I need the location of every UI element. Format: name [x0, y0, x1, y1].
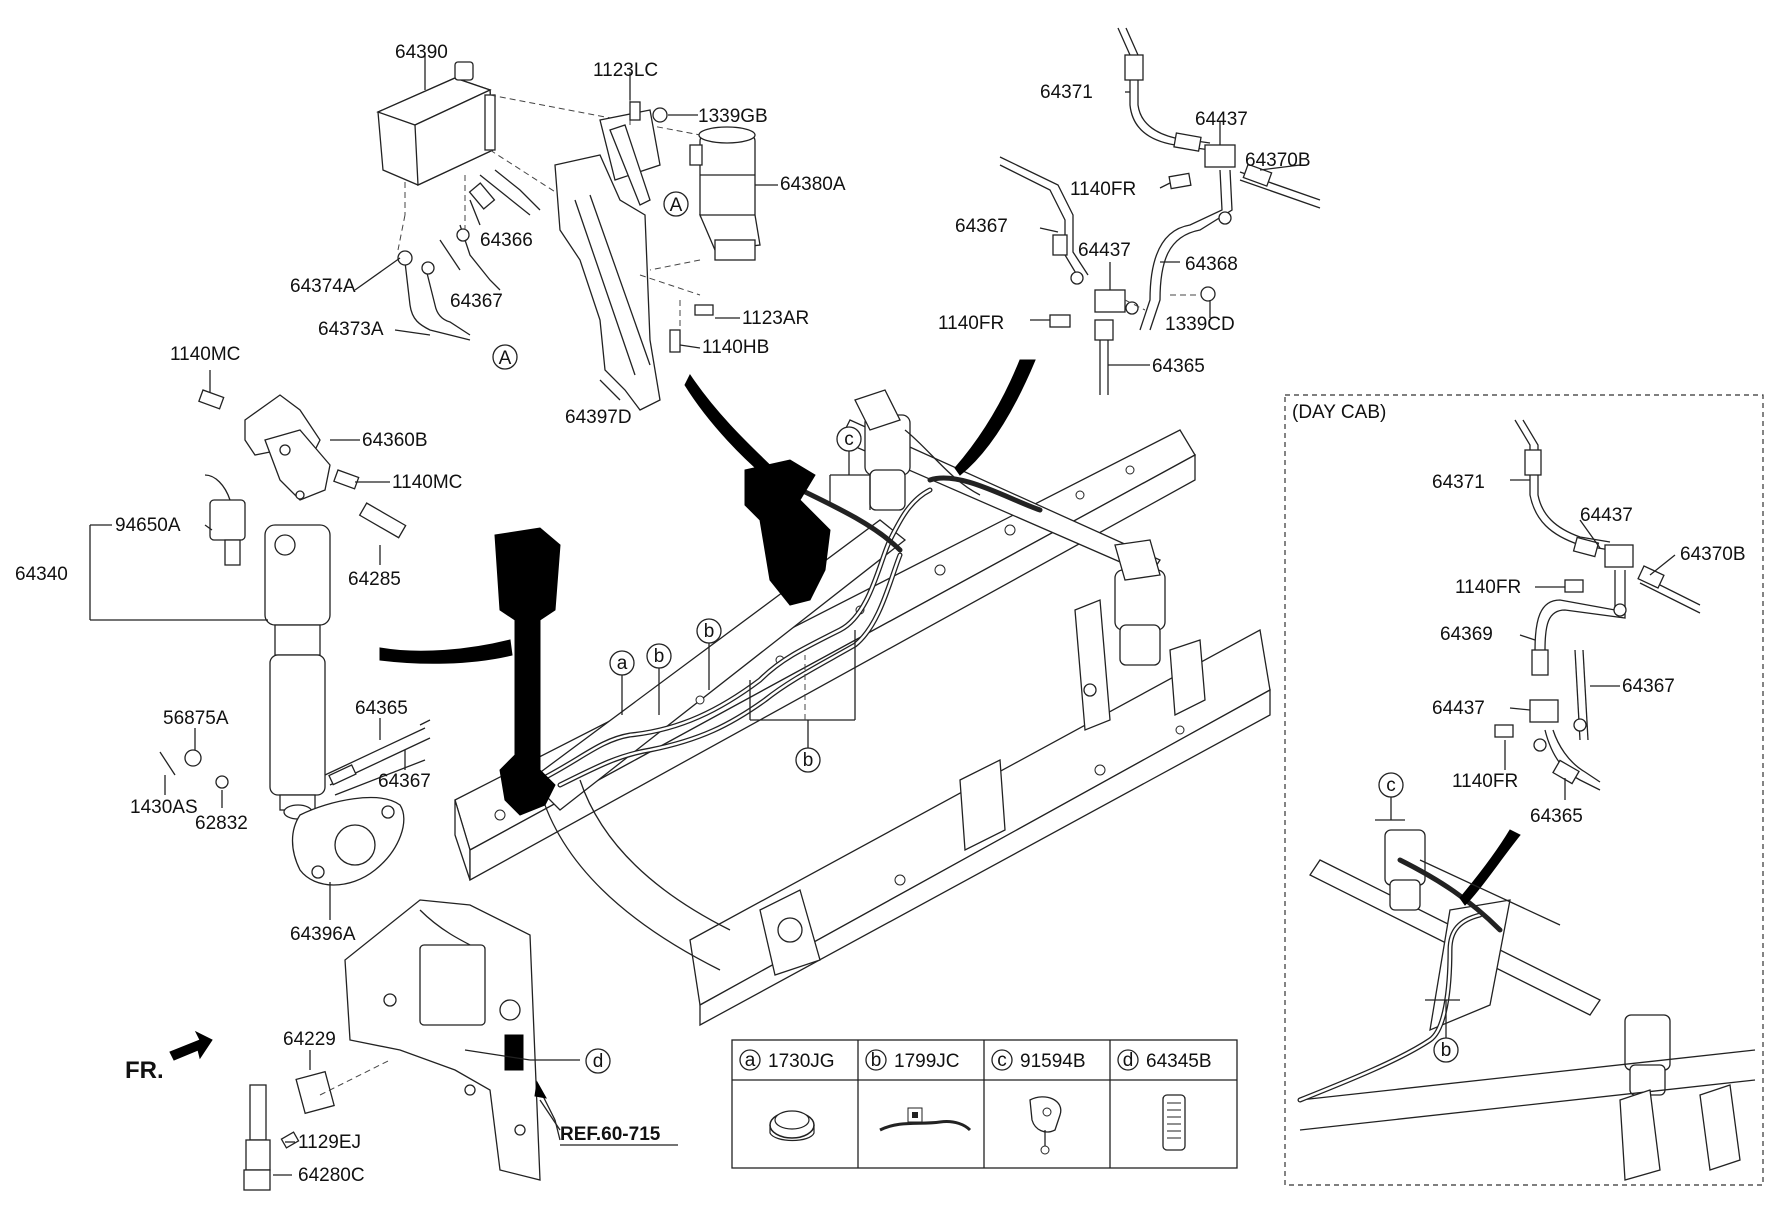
label-64285: 64285 — [348, 569, 401, 590]
marker-A-1: A — [670, 195, 683, 216]
label-64365-left: 64365 — [355, 698, 408, 719]
label-1140FR-daycab-top: 1140FR — [1455, 577, 1521, 598]
mounting-bracket — [554, 100, 701, 411]
marker-b-1: b — [654, 646, 665, 667]
chassis-frame — [454, 429, 1271, 1027]
label-64229: 64229 — [283, 1029, 336, 1050]
label-64437-daycab-top: 64437 — [1580, 505, 1633, 526]
marker-b-3: b — [803, 750, 814, 771]
legend-letter-b: b — [871, 1050, 882, 1071]
label-64437-daycab-bottom: 64437 — [1432, 698, 1485, 719]
pad-icon — [1162, 1094, 1186, 1151]
air-lines — [537, 467, 1043, 788]
label-1140FR-daycab-bottom: 1140FR — [1452, 771, 1518, 792]
label-64367-topright: 64367 — [955, 216, 1008, 237]
label-64370B-daycab: 64370B — [1680, 544, 1746, 565]
label-64280C: 64280C — [298, 1165, 365, 1186]
legend-part-1730JG: 1730JG — [768, 1051, 835, 1072]
height-valve — [243, 1059, 391, 1191]
legend-letter-c: c — [997, 1050, 1007, 1071]
cab-panel — [344, 899, 561, 1181]
reservoir-assembly — [376, 61, 701, 341]
label-64366: 64366 — [480, 230, 533, 251]
label-64365-topright: 64365 — [1152, 356, 1205, 377]
legend-part-91594B: 91594B — [1020, 1051, 1086, 1072]
label-64367-daycab: 64367 — [1622, 676, 1675, 697]
marker-c-2: c — [1386, 775, 1396, 796]
shock-absorber-silhouette — [379, 527, 561, 816]
cable-tie-icon — [879, 1107, 972, 1132]
leader-lines — [89, 55, 1676, 1176]
callout-labels: 64390 1123LC 1339GB 64380A 64366 64374A … — [15, 42, 1746, 1186]
marker-b-4: b — [1441, 1040, 1452, 1061]
label-64368: 64368 — [1185, 254, 1238, 275]
label-64397D: 64397D — [565, 407, 632, 428]
label-64373A: 64373A — [318, 319, 384, 340]
label-1430AS: 1430AS — [130, 797, 198, 818]
marker-c-1: c — [844, 429, 854, 450]
bolts-top-middle — [629, 101, 714, 353]
label-62832: 62832 — [195, 813, 248, 834]
label-64390: 64390 — [395, 42, 448, 63]
reference-circles — [492, 191, 1460, 1074]
label-64380A: 64380A — [780, 174, 846, 195]
ref-label: REF.60-715 — [560, 1124, 661, 1145]
label-64367-top: 64367 — [450, 291, 503, 312]
label-64367-left: 64367 — [378, 771, 431, 792]
ref-arrow-icon — [534, 1080, 561, 1141]
label-1140HB: 1140HB — [702, 337, 769, 358]
label-64360B: 64360B — [362, 430, 428, 451]
legend-part-1799JC: 1799JC — [894, 1051, 960, 1072]
label-64369: 64369 — [1440, 624, 1493, 645]
day-cab-title: (DAY CAB) — [1292, 402, 1386, 423]
air-dryer — [649, 126, 761, 271]
label-1140FR-top: 1140FR — [1070, 179, 1136, 200]
air-line-assembly-top — [999, 27, 1321, 395]
label-64340: 64340 — [15, 564, 68, 585]
label-64396A: 64396A — [290, 924, 356, 945]
label-1140MC-bottom: 1140MC — [392, 472, 462, 493]
marker-a: a — [617, 653, 628, 674]
label-1140FR-mid: 1140FR — [938, 313, 1004, 334]
legend-part-64345B: 64345B — [1146, 1051, 1212, 1072]
bracket-silhouette — [684, 359, 1036, 606]
label-94650A: 94650A — [115, 515, 181, 536]
grommet-icon — [769, 1110, 815, 1142]
front-label: FR. — [125, 1057, 164, 1084]
front-arrow-icon — [169, 1030, 213, 1061]
label-1339CD: 1339CD — [1165, 314, 1235, 335]
label-64371-top: 64371 — [1040, 82, 1093, 103]
label-64437-mid: 64437 — [1078, 240, 1131, 261]
legend-letter-a: a — [745, 1050, 756, 1071]
label-1129EJ: 1129EJ — [298, 1132, 361, 1153]
letter-markers: A A a b b c b c b d — [499, 195, 1452, 1072]
day-cab-inset — [1284, 394, 1764, 1186]
label-1140MC-top: 1140MC — [170, 344, 240, 365]
marker-b-2: b — [704, 621, 715, 642]
legend-table: a b c d 1730JG 1799JC 91594B 64345B — [731, 1039, 1238, 1169]
cab-air-spring-assembly — [839, 389, 1166, 731]
marker-A-2: A — [499, 348, 512, 369]
label-1339GB: 1339GB — [698, 106, 768, 127]
label-1123LC: 1123LC — [593, 60, 658, 81]
marker-d: d — [593, 1051, 604, 1072]
label-64370B-top: 64370B — [1245, 150, 1311, 171]
clip-icon — [1029, 1096, 1062, 1155]
label-64371-daycab: 64371 — [1432, 472, 1485, 493]
label-1123AR: 1123AR — [742, 308, 809, 329]
label-64374A: 64374A — [290, 276, 356, 297]
shock-absorber-assembly — [159, 389, 431, 886]
label-64365-daycab: 64365 — [1530, 806, 1583, 827]
legend-letter-d: d — [1123, 1050, 1134, 1071]
label-56875A: 56875A — [163, 708, 229, 729]
label-64437-top: 64437 — [1195, 109, 1248, 130]
